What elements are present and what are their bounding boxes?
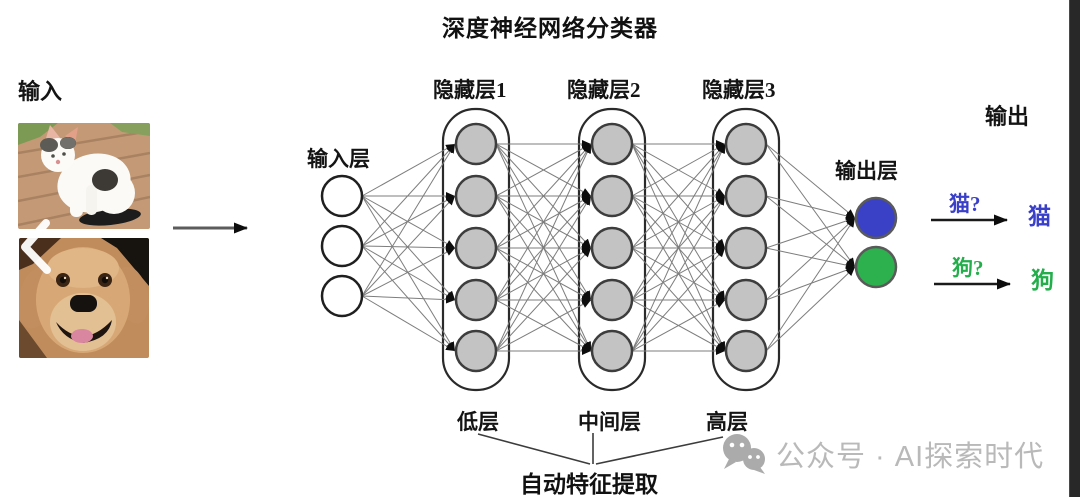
cat-photo [18,123,150,229]
connection-line [631,143,726,249]
hidden-layer-3-label: 隐藏层3 [702,78,776,102]
connection-line [361,143,456,247]
neuron [454,174,498,218]
connection-line [765,143,856,219]
connection-line [631,299,726,352]
connection-line [361,243,456,252]
chevron-left-icon [21,219,51,274]
connection-line [361,143,456,197]
connection-line [361,247,456,297]
neuron [320,224,364,268]
connection-line [495,195,592,352]
hidden-layer-2-label: 隐藏层2 [567,78,641,102]
neuron [724,329,768,373]
connection-line [361,195,456,297]
watermark-text: 公众号 · AI探索时代 [776,441,1045,473]
connection-line [631,195,726,352]
brace-line [595,436,724,465]
connection-line [361,143,456,297]
connection-line [765,217,856,301]
neuron [724,278,768,322]
input-layer-label: 输入层 [307,147,370,171]
feature-extraction-caption: 自动特征提取 [520,472,658,497]
neuron [454,329,498,373]
brace-line [477,433,591,465]
neuron [854,245,898,289]
connection-line [765,217,856,352]
connection-line [495,143,592,249]
neuron [320,174,364,218]
output-layer-label: 输出层 [835,159,898,183]
neuron [724,174,768,218]
middle-layer-label: 中间层 [578,410,641,434]
watermark: 公众号 · AI探索时代 [720,433,1044,475]
connection-line [361,195,456,249]
connection-line [765,143,856,268]
neuron [454,278,498,322]
neuron [454,122,498,166]
connection-line [361,195,456,301]
input-label: 输入 [18,79,63,104]
neuron [320,274,364,318]
connection-line [765,195,856,220]
neuron [454,226,498,270]
connection-line [495,299,592,352]
neuron [590,174,634,218]
connection-line [765,247,856,270]
connection-line [495,247,592,352]
output-label: 输出 [985,104,1030,129]
low-layer-label: 低层 [457,410,499,434]
carousel-prev-button[interactable] [15,215,59,279]
hidden-layer-1-label: 隐藏层1 [433,78,507,102]
connection-line [765,266,856,352]
connection-line [361,295,456,304]
neuron [724,226,768,270]
neuron [854,196,898,240]
connection-line [631,143,726,301]
neuron [724,122,768,166]
carousel-next-button[interactable] [1012,216,1056,280]
neuron [590,278,634,322]
connection-line [361,245,456,301]
prediction-answer-cat: 猫 [1028,204,1051,229]
chevron-right-icon [1015,220,1048,277]
prediction-question-dog: 狗? [952,256,984,280]
connection-line [361,195,456,247]
connection-line [495,143,592,197]
connection-line [631,247,726,352]
diagram-title: 深度神经网络分类器 [442,16,658,41]
connection-line [765,195,856,268]
neuron [590,226,634,270]
prediction-question-cat: 猫? [949,192,981,216]
viewer-edge-strip [1069,0,1080,497]
connection-line [361,295,456,352]
connection-line [765,266,856,301]
neuron [590,122,634,166]
connection-line [631,143,726,352]
connection-line [631,143,726,197]
connection-line [495,143,592,352]
connection-line [765,217,856,249]
wechat-icon [723,434,765,474]
high-layer-label: 高层 [706,410,748,434]
connection-line [495,143,592,301]
prediction-answer-dog: 狗 [1031,268,1054,293]
neuron [590,329,634,373]
